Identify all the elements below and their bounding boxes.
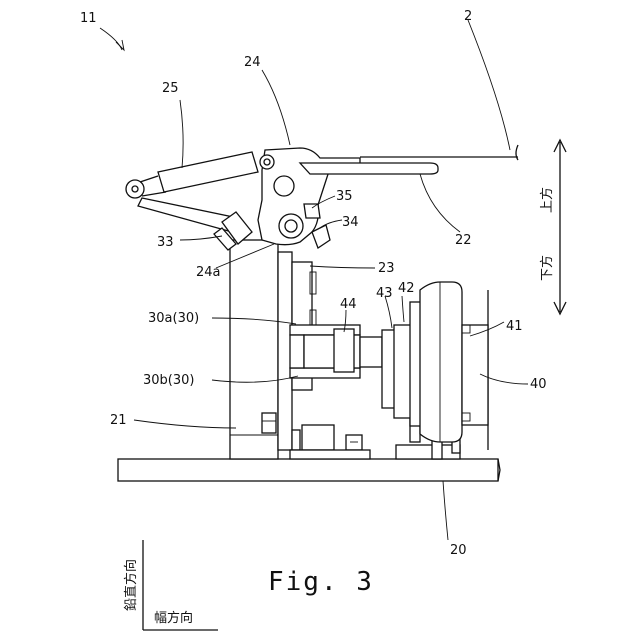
label-23: 23	[378, 261, 395, 276]
label-35: 35	[336, 189, 353, 204]
label-24: 24	[244, 55, 261, 70]
label-43: 43	[376, 286, 393, 301]
direction-arrow	[554, 140, 566, 314]
disk-assembly	[410, 282, 462, 442]
label-40: 40	[530, 377, 547, 392]
label-width-direction: 幅方向	[154, 610, 193, 626]
direction-labels: 上方 下方 鉛直方向 幅方向	[123, 187, 555, 626]
label-down: 下方	[539, 255, 555, 281]
label-2: 2	[464, 9, 472, 24]
label-30b: 30b(30)	[143, 373, 194, 388]
label-44: 44	[340, 297, 357, 312]
base-plate	[118, 459, 500, 481]
figure-caption: Fig. 3	[268, 567, 374, 597]
bracket-30	[290, 325, 412, 418]
label-42: 42	[398, 281, 415, 296]
label-up: 上方	[539, 187, 555, 213]
label-vertical-direction: 鉛直方向	[123, 559, 139, 611]
label-20: 20	[450, 543, 467, 558]
label-22: 22	[455, 233, 472, 248]
label-30a: 30a(30)	[148, 311, 199, 326]
label-11: 11	[80, 11, 97, 26]
label-34: 34	[342, 215, 359, 230]
label-25: 25	[162, 81, 179, 96]
label-24a: 24a	[196, 265, 221, 280]
post-40	[462, 290, 488, 450]
label-21: 21	[110, 413, 127, 428]
label-33: 33	[157, 235, 174, 250]
label-41: 41	[506, 319, 523, 334]
